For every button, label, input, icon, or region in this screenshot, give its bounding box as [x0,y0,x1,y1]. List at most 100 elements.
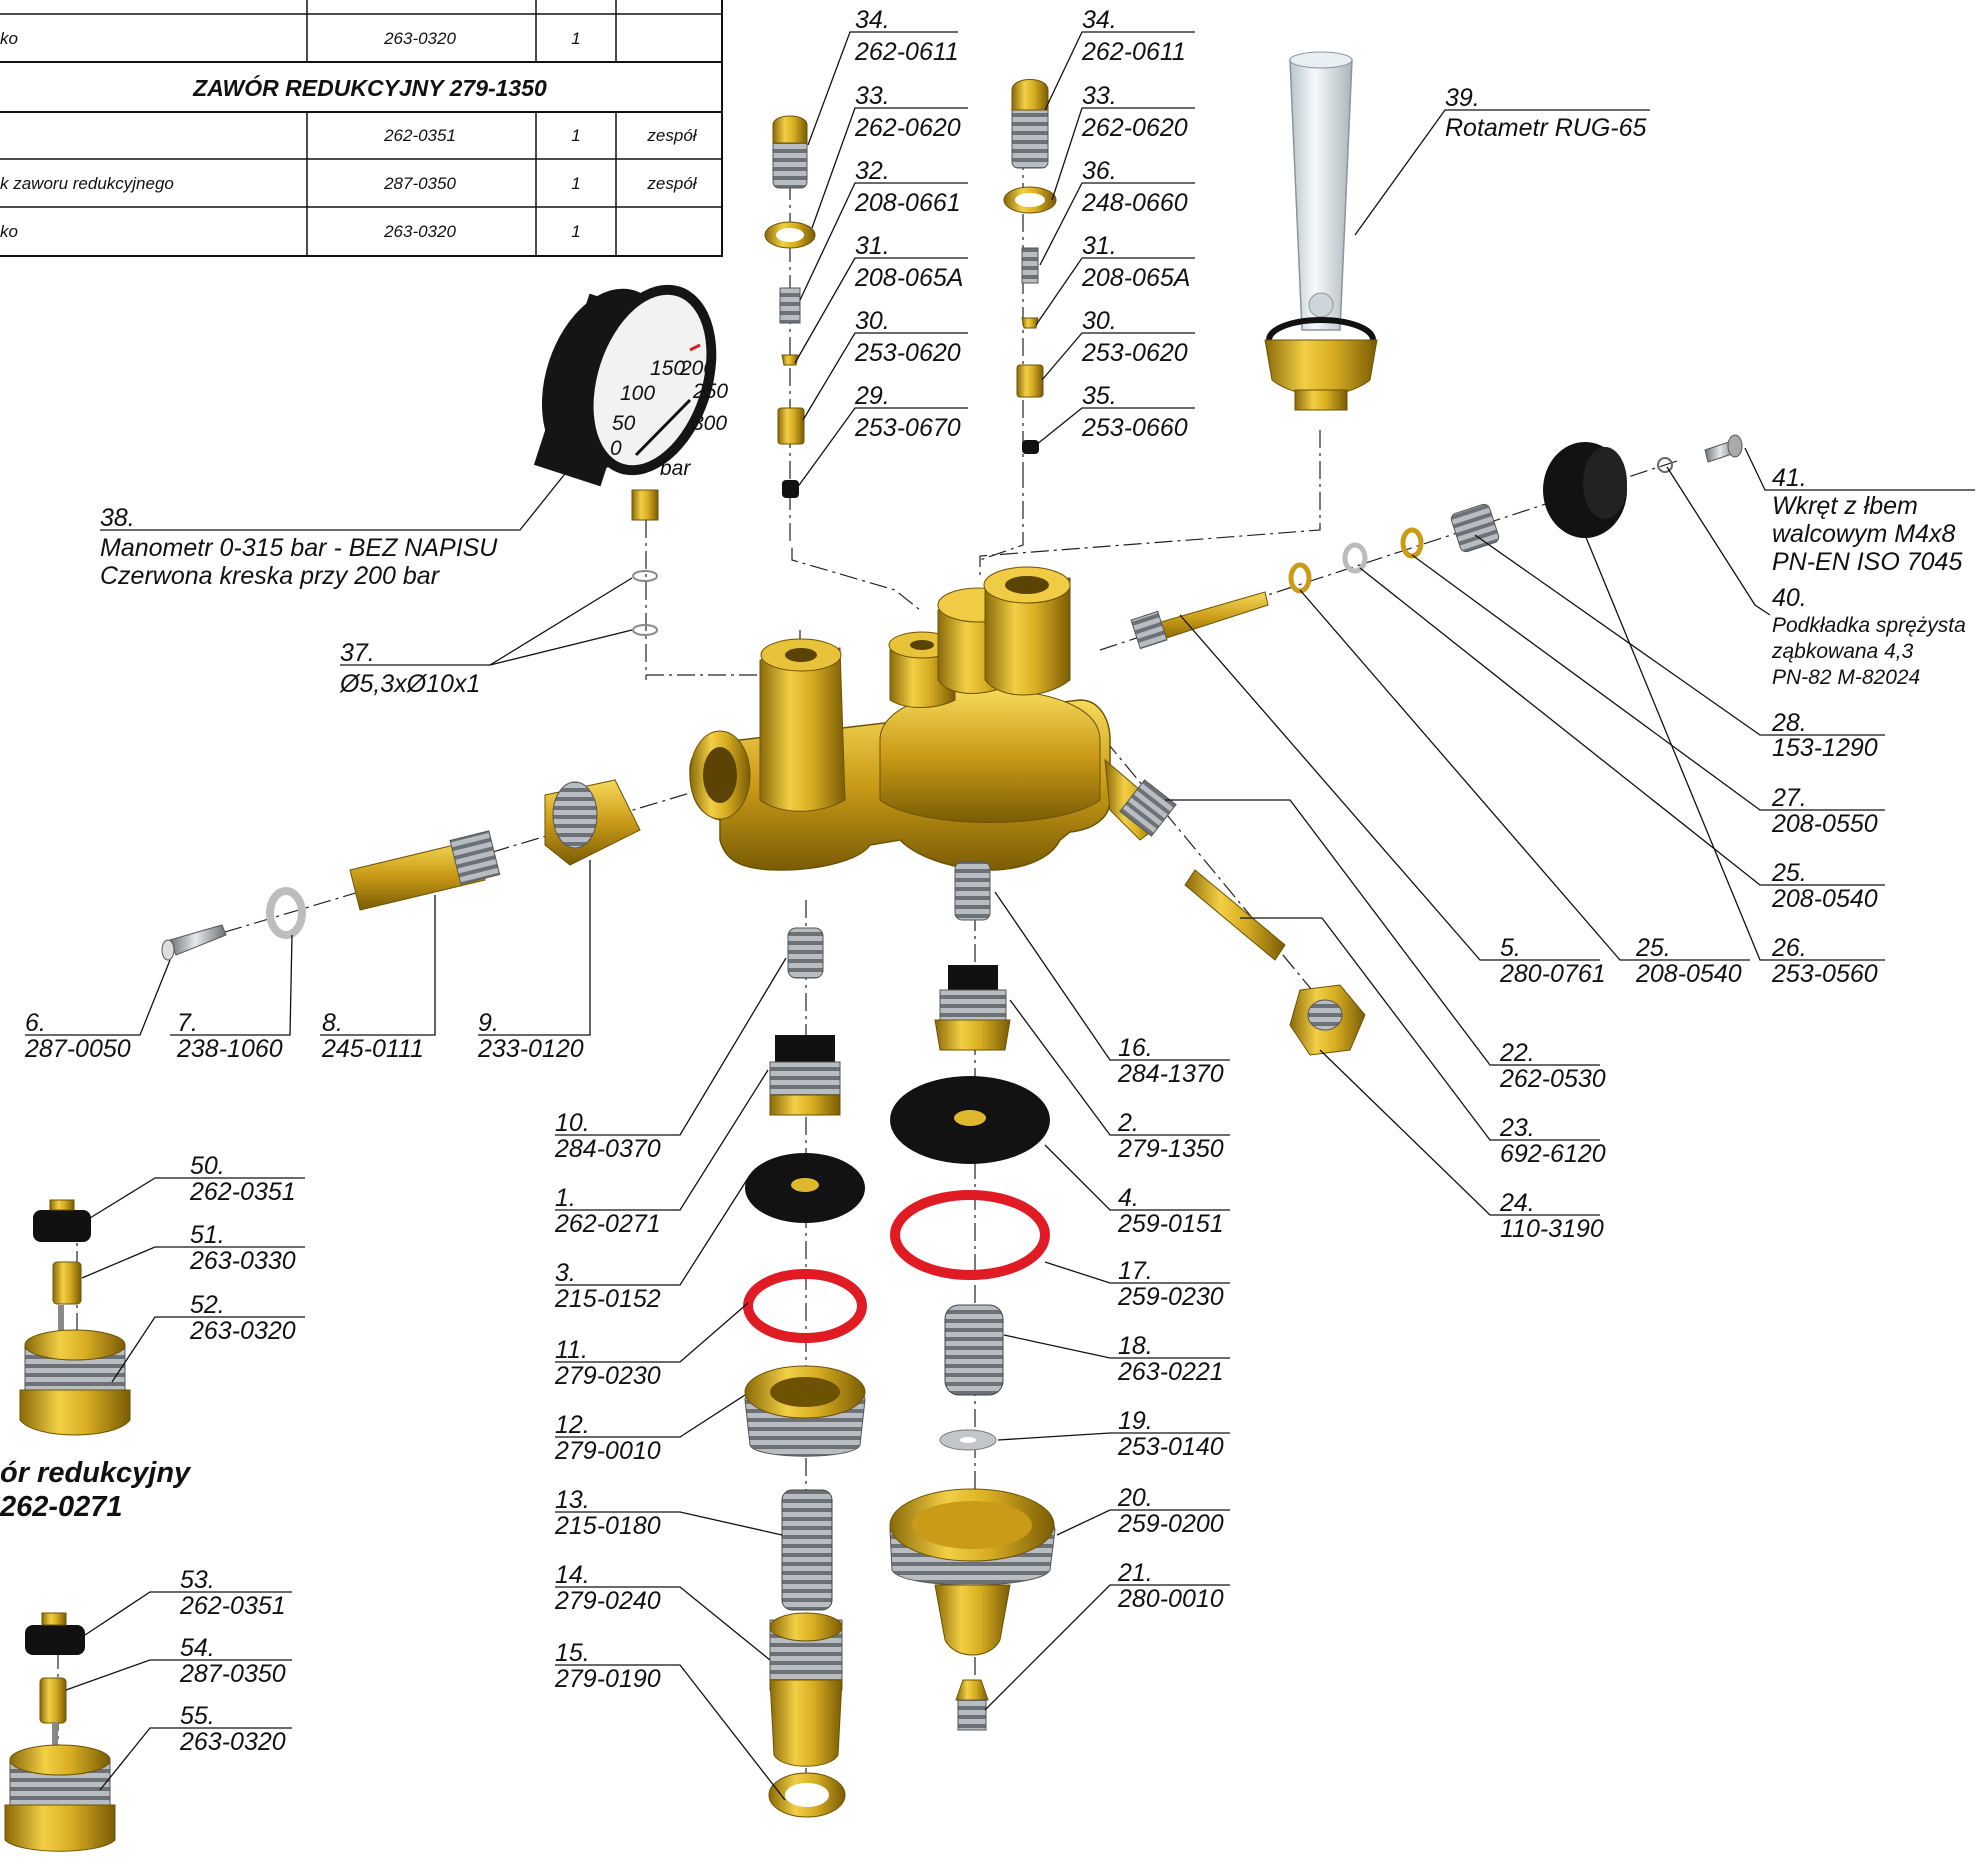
callout-1-code: 262-0271 [554,1210,661,1238]
callout-18-code: 263-0221 [1117,1358,1224,1386]
regulator-body [689,566,1111,871]
table-row2-code: 262-0351 [383,126,456,145]
callout-35-num: 35. [1082,382,1117,410]
callout-15-num: 15. [555,1639,590,1667]
callout-33a-num: 33. [855,82,890,110]
callout-30a-num: 30. [855,307,890,335]
table-row4-code: 263-0320 [383,222,456,241]
callout-33b-num: 33. [1082,82,1117,110]
table-row3-qty: 1 [571,174,580,193]
table-row4-name: ko [0,222,18,241]
callout-16-code: 284-1370 [1117,1060,1224,1088]
callout-17-num: 17. [1118,1257,1153,1285]
callout-32-code: 208-0661 [854,189,961,217]
callout-20-code: 259-0200 [1117,1510,1224,1538]
callout-36-num: 36. [1082,157,1117,185]
callout-26-num: 26. [1771,934,1807,962]
table-row3-name: k zaworu redukcyjnego [0,174,174,193]
callout-40-num: 40. [1772,584,1807,612]
callout-39-code: Rotametr RUG-65 [1445,114,1647,142]
callout-10-code: 284-0370 [554,1135,661,1163]
callout-19-num: 19. [1118,1407,1153,1435]
callout-25b-code: 208-0540 [1635,960,1742,988]
callout-15-code: 279-0190 [554,1665,661,1693]
gauge-tick-0: 0 [610,437,622,460]
callout-41-line3: PN-EN ISO 7045 [1772,548,1962,576]
table-row1-name: ko [0,29,18,48]
callout-52-num: 52. [190,1291,225,1319]
gauge-tick-100: 100 [620,382,655,405]
callout-5-num: 5. [1500,934,1521,962]
callout-25a-code: 208-0540 [1771,885,1878,913]
callout-6-code: 287-0050 [24,1035,131,1063]
callout-21-num: 21. [1117,1559,1153,1587]
column-left [743,927,867,1818]
callout-11-num: 11. [555,1336,588,1364]
callout-25a-num: 25. [1771,859,1807,887]
callout-31a-code: 208-065A [854,264,963,292]
callout-12-num: 12. [555,1411,590,1439]
callout-26-code: 253-0560 [1771,960,1878,988]
callout-39-num: 39. [1445,84,1480,112]
callout-34b-code: 262-0611 [1081,38,1186,66]
table-row4-qty: 1 [571,222,580,241]
callout-28-code: 153-1290 [1772,734,1878,762]
callout-11-code: 279-0230 [554,1362,661,1390]
rotameter [1264,51,1378,411]
callout-2-num: 2. [1117,1109,1139,1137]
callout-54-code: 287-0350 [179,1660,286,1688]
callout-17-code: 259-0230 [1117,1283,1224,1311]
callout-22-code: 262-0530 [1499,1065,1606,1093]
callout-12-code: 279-0010 [554,1437,661,1465]
callout-2-code: 279-1350 [1117,1135,1224,1163]
stack-right [1003,79,1057,454]
callout-25b-num: 25. [1635,934,1671,962]
callout-50-num: 50. [190,1152,225,1180]
table-row3-unit: zespół [646,174,697,193]
callout-3-num: 3. [555,1259,576,1287]
callout-5-code: 280-0761 [1499,960,1606,988]
callout-32-num: 32. [855,157,890,185]
callout-13-num: 13. [555,1486,590,1514]
callout-33b-code: 262-0620 [1081,114,1188,142]
callout-37-num: 37. [340,639,375,667]
callout-24-code: 110-3190 [1500,1215,1604,1243]
table-row2-unit: zespół [646,126,697,145]
subassembly-lower [4,1612,116,1852]
callout-29-code: 253-0670 [854,414,961,442]
right-inline-parts [1130,434,1743,650]
callout-16-num: 16. [1118,1034,1153,1062]
callout-22-num: 22. [1499,1039,1535,1067]
callout-55-num: 55. [180,1702,215,1730]
callout-8-code: 245-0111 [321,1035,424,1063]
callout-30a-code: 253-0620 [854,339,961,367]
gauge-tick-250: 250 [692,380,728,403]
callout-7-code: 238-1060 [176,1035,283,1063]
callout-28-num: 28. [1771,709,1807,737]
washer-37a [632,570,658,582]
subassembly-upper [19,1199,131,1436]
washer-37b [632,624,658,636]
callout-40-line1: Podkładka sprężysta [1772,614,1966,637]
table-row2-qty: 1 [571,126,580,145]
callout-9-code: 233-0120 [477,1035,584,1063]
callout-23-code: 692-6120 [1500,1140,1606,1168]
table-row3-code: 287-0350 [383,174,456,193]
table-row1-code: 263-0320 [383,29,456,48]
callout-31b-code: 208-065A [1081,264,1190,292]
callout-33a-code: 262-0620 [854,114,961,142]
callout-41-line1: Wkręt z łbem [1772,492,1918,520]
callout-40-line2: ząbkowana 4,3 [1771,640,1914,663]
callout-34a-code: 262-0611 [854,38,959,66]
callout-27-code: 208-0550 [1771,810,1878,838]
callout-53-code: 262-0351 [179,1592,286,1620]
callout-21-code: 280-0010 [1117,1585,1224,1613]
callout-55-code: 263-0320 [179,1728,286,1756]
callout-14-num: 14. [555,1561,590,1589]
callout-52-code: 263-0320 [189,1317,296,1345]
callout-41-line2: walcowym M4x8 [1772,520,1955,548]
callout-6-num: 6. [25,1009,46,1037]
callout-29-num: 29. [854,382,890,410]
callout-38-line2: Czerwona kreska przy 200 bar [100,562,441,590]
